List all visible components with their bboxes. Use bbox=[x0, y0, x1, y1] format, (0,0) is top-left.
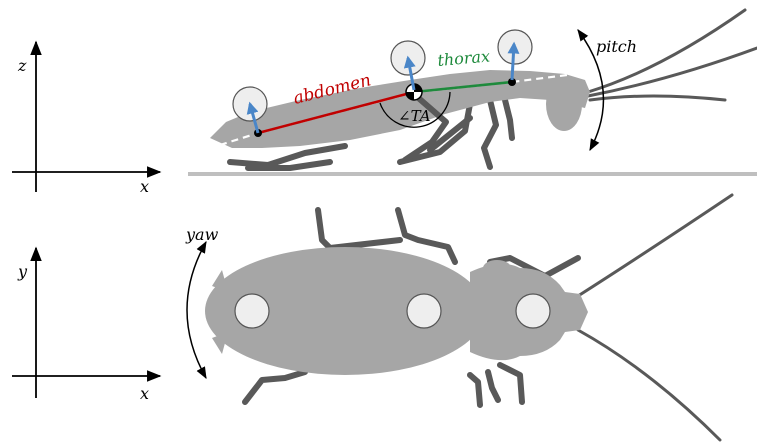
yaw-arrow bbox=[187, 242, 206, 378]
thorax-label: thorax bbox=[437, 46, 491, 70]
z-axis-label: z bbox=[17, 56, 27, 75]
top-marker-abdomen bbox=[235, 294, 269, 328]
side-head bbox=[546, 77, 582, 131]
pitch-label: pitch bbox=[596, 37, 637, 56]
x-axis-label-side: x bbox=[140, 177, 149, 196]
x-axis-label-top: x bbox=[140, 384, 149, 403]
top-view-insect: yaw bbox=[185, 195, 732, 440]
top-view-axes: y x bbox=[12, 248, 160, 403]
top-marker-mid bbox=[407, 294, 441, 328]
side-view-axes: z x bbox=[12, 42, 160, 196]
normal-arrow-thorax bbox=[512, 44, 514, 80]
y-axis-label: y bbox=[17, 262, 28, 281]
top-head bbox=[483, 260, 511, 276]
angle-label: ∠TA bbox=[398, 107, 431, 125]
top-marker-thorax bbox=[516, 294, 550, 328]
yaw-label: yaw bbox=[185, 225, 219, 244]
top-antennae bbox=[578, 195, 732, 440]
side-view-insect: ∠TA abdomen thorax pitch bbox=[210, 10, 757, 168]
